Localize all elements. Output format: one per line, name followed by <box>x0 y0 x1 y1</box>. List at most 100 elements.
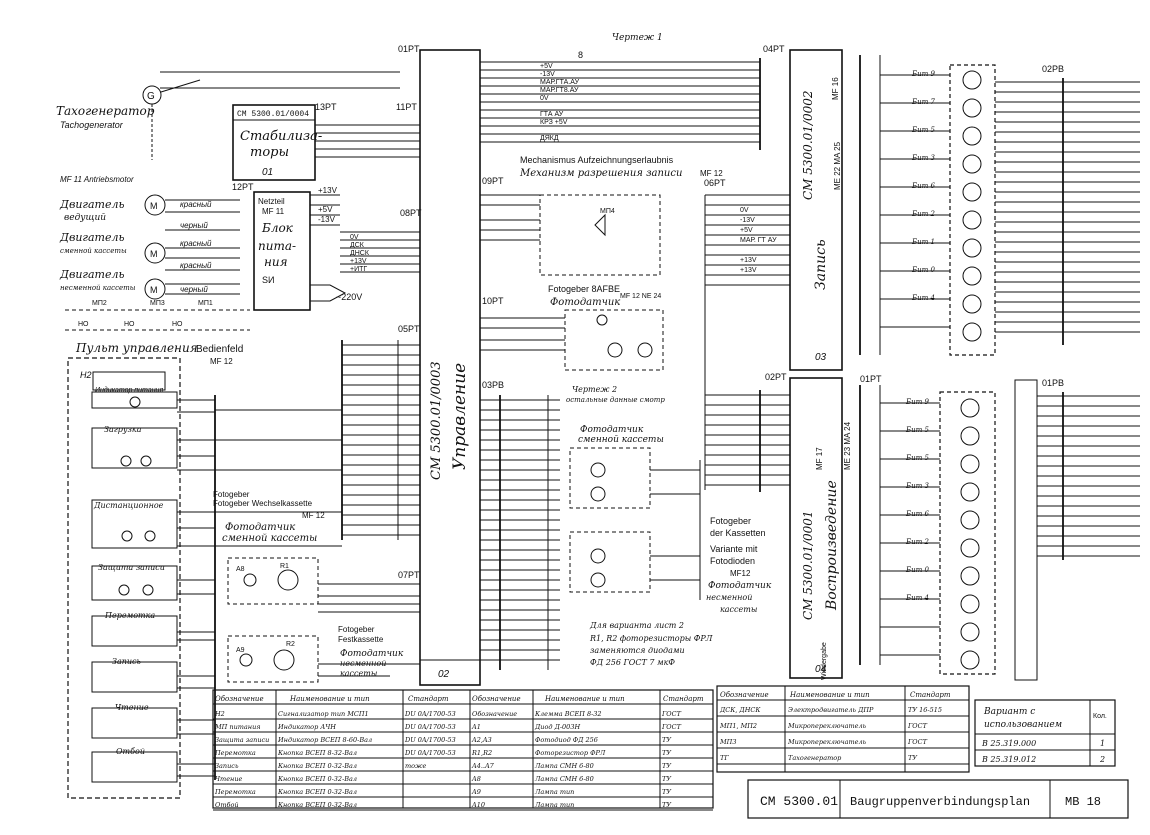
bom-right-header-2: Наименование и тип <box>789 691 870 699</box>
svg-text:MП3: MП3 <box>150 300 165 307</box>
svg-text:Бит 5: Бит 5 <box>905 426 930 434</box>
svg-text:Бит 6: Бит 6 <box>911 182 936 190</box>
bom-cell: Индикатор ВСЕП 8-60-Вал <box>277 736 372 744</box>
svg-text:ДНСК: ДНСК <box>350 250 370 257</box>
bom-cell: ГОСТ <box>661 710 682 718</box>
svg-text:R1: R1 <box>280 563 289 570</box>
bom-right-cell: ТУ <box>908 754 918 762</box>
bom-right-cell: ТУ 16-515 <box>908 706 942 714</box>
stabilizer-module: CM 5300.01/0004 Стабилиза- торы 01 13PT <box>232 102 420 181</box>
svg-text:красный: красный <box>180 239 212 248</box>
tachogenerator: G Тахогенератор Tachogenerator <box>56 71 400 160</box>
connector-13pt: 13PT <box>315 102 337 112</box>
svg-text:Двигатель: Двигатель <box>59 231 124 244</box>
svg-text:01: 01 <box>262 167 273 178</box>
svg-text:ME 23 MA 24: ME 23 MA 24 <box>843 421 852 470</box>
svg-text:Управление: Управление <box>450 363 470 470</box>
svg-text:ведущий: ведущий <box>64 213 106 223</box>
svg-text:0V: 0V <box>740 207 749 214</box>
panel-item-power: Индикатор питания <box>95 386 163 394</box>
connector-04pt-top: 04PT <box>763 44 785 54</box>
tacho-label-ru: Тахогенератор <box>56 104 155 118</box>
connector-12pt: 12PT <box>232 182 254 192</box>
bom-right-cell: ДСК, ДНСК <box>719 706 761 714</box>
svg-text:Бит 6: Бит 6 <box>905 510 930 518</box>
bom-cell: Сигнализатор тип МСП1 <box>278 710 369 718</box>
power-supply-module: Netzteil MF 11 Блок пита- ния SИ +13V +5… <box>232 182 362 311</box>
svg-text:Фотодатчик: Фотодатчик <box>580 425 644 435</box>
bom-right-cell: Электродвигатель ДПР <box>788 706 874 714</box>
panel-item-remote: Дистанционное <box>93 501 164 510</box>
svg-text:НО: НО <box>124 321 135 328</box>
mains-voltage: ~220V <box>336 292 362 302</box>
svg-text:+13V: +13V <box>740 257 757 264</box>
bom-cell: A2,A3 <box>471 736 492 744</box>
connector-02pt: 02PT <box>765 372 787 382</box>
bom-right-cell: ГОСТ <box>907 722 928 730</box>
variant-row-1: В 25.319.000 <box>981 739 1036 748</box>
record-output-bus: 02PB <box>995 64 1140 345</box>
svg-text:сменной кассеты: сменной кассеты <box>222 533 317 544</box>
svg-text:Wiedergabe: Wiedergabe <box>821 642 828 680</box>
bom-right-cell: Тахогенератор <box>788 754 842 762</box>
bom-cell: ТУ <box>662 749 672 757</box>
svg-text:Для варианта лист 2: Для варианта лист 2 <box>589 621 684 630</box>
svg-text:Бит 4: Бит 4 <box>911 294 935 302</box>
bom-cell: A8 <box>471 775 481 783</box>
svg-text:МАР.ГТ8.АУ: МАР.ГТ8.АУ <box>540 87 579 94</box>
bom-cell: H2 <box>214 710 225 718</box>
svg-text:A8: A8 <box>236 566 245 573</box>
svg-text:M: M <box>150 249 158 259</box>
playback-name: CM 5300.01/0001 <box>801 511 815 621</box>
svg-text:кассеты: кассеты <box>340 669 377 678</box>
bom-cell: Фоторезистор ФРЛ <box>535 749 606 757</box>
svg-text:красный: красный <box>180 200 212 209</box>
svg-text:МАР.ГТА.АУ: МАР.ГТА.АУ <box>540 79 580 86</box>
panel-mf: MF 12 <box>210 357 233 366</box>
bom-cell: Лампа тип <box>534 801 574 809</box>
power-name-de: Netzteil <box>258 197 285 206</box>
bom-cell: A10 <box>471 801 485 809</box>
bom-cell: Клемма ВСЕП 8-32 <box>534 710 602 718</box>
bom-header-4: Обозначение <box>472 695 521 703</box>
svg-text:+ИТГ: +ИТГ <box>350 266 367 273</box>
svg-text:ДСК: ДСК <box>350 242 365 249</box>
bom-table: Обозначение Наименование и тип Стандарт … <box>212 689 714 809</box>
mech-ru: Механизм разрешения записи <box>519 168 682 179</box>
svg-text:ME 22 MA 25: ME 22 MA 25 <box>833 141 842 190</box>
doc-title: Baugruppenverbindungsplan <box>850 795 1030 809</box>
stabilizer-name: CM 5300.01/0004 <box>237 110 309 119</box>
bom-cell: ТУ <box>662 775 672 783</box>
bom-cell: Лампа тип <box>534 788 574 796</box>
bom-right-header-3: Стандарт <box>910 691 951 699</box>
write-permission-mechanism: Mechanismus Aufzeichnungserlaubnis Механ… <box>480 155 723 276</box>
svg-text:Фотодатчик: Фотодатчик <box>225 522 295 533</box>
foto-wk-de: Fotogeber Wechselkassette <box>213 499 313 508</box>
svg-text:MF 11: MF 11 <box>262 207 285 216</box>
svg-text:A9: A9 <box>236 647 245 654</box>
svg-text:торы: торы <box>250 145 289 160</box>
bom-cell: DU 0A/1700-53 <box>404 723 456 731</box>
svg-text:кассеты: кассеты <box>720 605 757 614</box>
bom-right-cell: Микропереключатель <box>787 738 867 746</box>
bom-cell: тоже <box>405 762 426 770</box>
svg-text:+13V: +13V <box>740 267 757 274</box>
svg-text:Бит 1: Бит 1 <box>911 238 935 246</box>
svg-text:ДЯКД: ДЯКД <box>540 135 559 142</box>
svg-text:+13V: +13V <box>318 186 338 195</box>
svg-text:сменной кассеты: сменной кассеты <box>578 435 664 445</box>
control-number: 02 <box>438 669 450 680</box>
bom-cell: Защита записи <box>215 736 269 744</box>
bom-cell: Кнопка ВСЕП 0-32-Вал <box>277 788 357 796</box>
bom-cell: Кнопка ВСЕП 8-32-Вал <box>277 749 357 757</box>
title-block: CM 5300.01 Baugruppenverbindungsplan MB … <box>747 779 1129 819</box>
bom-right-cell: ТГ <box>720 754 729 762</box>
bom-cell: DU 0A/1700-53 <box>404 736 456 744</box>
bom-cell: ТУ <box>662 736 672 744</box>
svg-text:0V: 0V <box>350 234 359 241</box>
